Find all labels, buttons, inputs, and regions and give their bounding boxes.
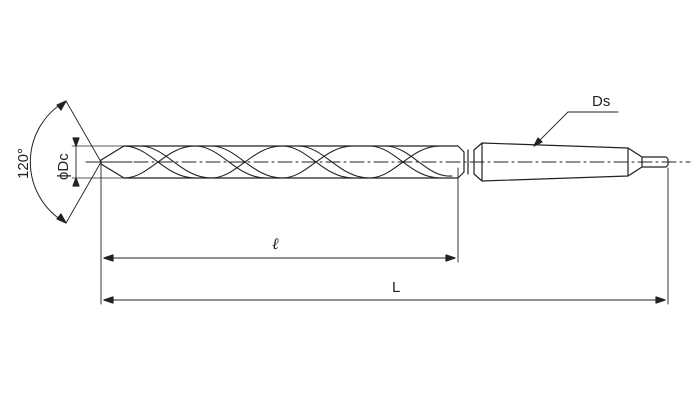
angle-ext-lower [65,161,102,224]
flute-length-arrow-right [445,254,456,262]
shank-label: Ds [592,93,611,110]
diameter-label: ϕDc [55,153,72,180]
flute-length-arrow-left [103,254,114,262]
angle-arc [29,100,67,224]
diameter-arrow-bottom [72,177,80,187]
angle-arrow-lower [56,213,67,224]
angle-label: 120° [15,147,32,179]
overall-length-arrow-left [103,296,114,304]
angle-arrow-upper [56,100,67,111]
overall-length-label: L [392,279,401,296]
flute-length-label: ℓ [272,234,279,253]
shank-leader-arrow [533,137,543,147]
neck [457,145,465,179]
tang [641,156,669,168]
overall-length-arrow-right [655,296,666,304]
flutes [123,145,453,179]
angle-ext-upper [65,100,102,163]
diameter-arrow-top [72,137,80,147]
shank-leader [535,111,619,145]
